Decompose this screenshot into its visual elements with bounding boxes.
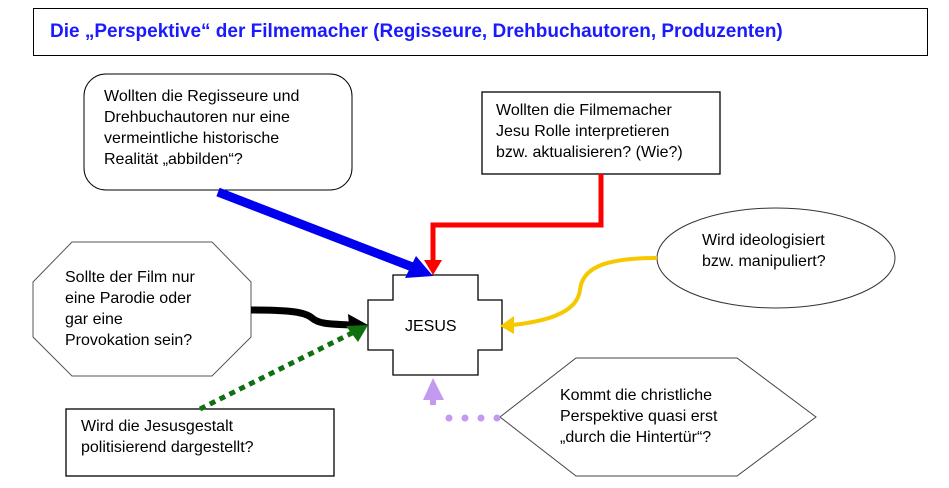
line: Jesu Rolle interpretieren [496, 123, 670, 140]
text-ideologisiert: Wird ideologisiert bzw. manipuliert? [702, 230, 826, 272]
line: Sollte der Film nur [65, 269, 195, 286]
line: Wollten die Regisseure und [104, 88, 300, 105]
text-parodie: Sollte der Film nur eine Parodie oder gar … [65, 267, 195, 351]
line: eine Parodie oder [65, 290, 192, 307]
center-label: JESUS [405, 318, 457, 335]
arrowhead-blue [405, 256, 433, 278]
line: „durch die Hintertür“? [560, 429, 712, 446]
text-politisierend: Wird die Jesusgestalt politisierend darge… [81, 416, 254, 458]
line: bzw. manipuliert? [702, 253, 826, 270]
line: Provokation sein? [65, 332, 193, 349]
line: vermeintliche historische [104, 130, 280, 147]
arrowhead-yellow [500, 316, 514, 334]
line: Wollten die Filmemacher [496, 102, 672, 119]
line: Perspektive quasi erst [560, 408, 718, 425]
jesus-cross-shape [367, 274, 503, 376]
line: politisierend dargestellt? [81, 439, 254, 456]
box-politisierend [65, 408, 335, 477]
arrow-yellow [511, 256, 658, 327]
octagon-parodie [32, 241, 252, 377]
arrowhead-green [346, 325, 368, 342]
arrowhead-red [424, 260, 442, 275]
box-abbilden [83, 73, 353, 191]
line: Wird ideologisiert [702, 232, 825, 249]
arrow-red [430, 174, 604, 262]
line: Realität „abbilden“? [104, 151, 243, 168]
line: Drehbuchautoren nur eine [104, 109, 290, 126]
line: gar eine [65, 311, 123, 328]
line: bzw. aktualisieren? (Wie?) [496, 144, 683, 161]
arrow-blue [216, 187, 417, 273]
line: Wird die Jesusgestalt [81, 418, 234, 435]
page-title: Die „Perspektive“ der Filmemacher (Regis… [33, 8, 928, 56]
arrowhead-purple [423, 378, 444, 400]
arrow-black [250, 306, 353, 329]
line: Kommt die christliche [560, 387, 713, 404]
